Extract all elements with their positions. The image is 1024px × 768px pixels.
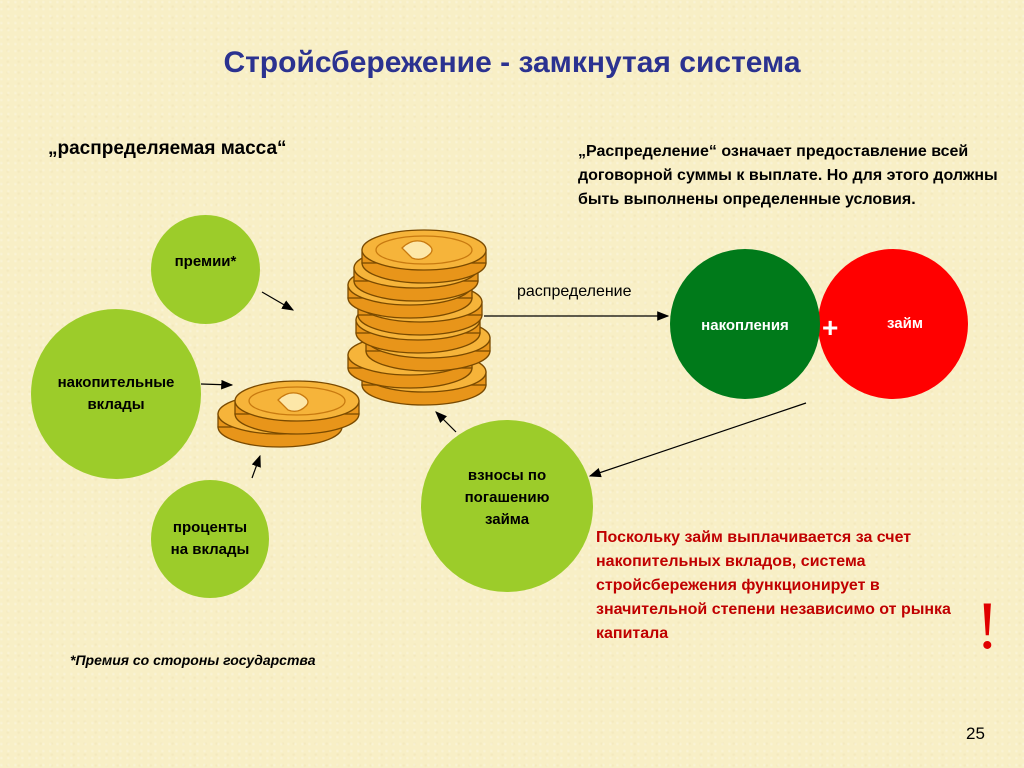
page-number: 25 <box>966 724 985 743</box>
vklady-label: накопительные вклады <box>57 374 175 413</box>
conclusion-note: Поскольку займ выплачивается за счет нак… <box>596 529 951 642</box>
plus-sign: + <box>822 312 839 343</box>
vznosy-label: взносы по погашению займа <box>464 467 550 528</box>
vznosy-circle: взносы по погашению займа <box>421 420 593 592</box>
coin-stack-icon <box>347 229 491 406</box>
procenty-label: проценты на вклады <box>170 519 250 558</box>
premii-label: премии* <box>174 252 237 270</box>
distribution-arrow-label: распределение <box>517 283 632 300</box>
premium-footnote: *Премия со стороны государства <box>70 652 316 668</box>
distribution-mass-label: „распределяемая масса“ <box>48 138 287 159</box>
exclamation-mark: ! <box>976 587 999 663</box>
nakopleniya-label: накопления <box>701 317 789 334</box>
zaym-label: займ <box>887 315 923 332</box>
vklady-circle: накопительные вклады <box>31 309 201 479</box>
distribution-description: „Распределение“ означает предоставление … <box>578 143 998 208</box>
page-title: Стройсбережение - замкнутая система <box>223 46 801 79</box>
premii-circle: премии* <box>151 215 260 324</box>
arrow-icon <box>200 291 807 479</box>
coin-pair-icon <box>217 380 360 448</box>
procenty-circle: проценты на вклады <box>151 480 269 598</box>
zaym-circle: займ <box>818 249 968 399</box>
nakopleniya-circle: накопления <box>670 249 820 399</box>
